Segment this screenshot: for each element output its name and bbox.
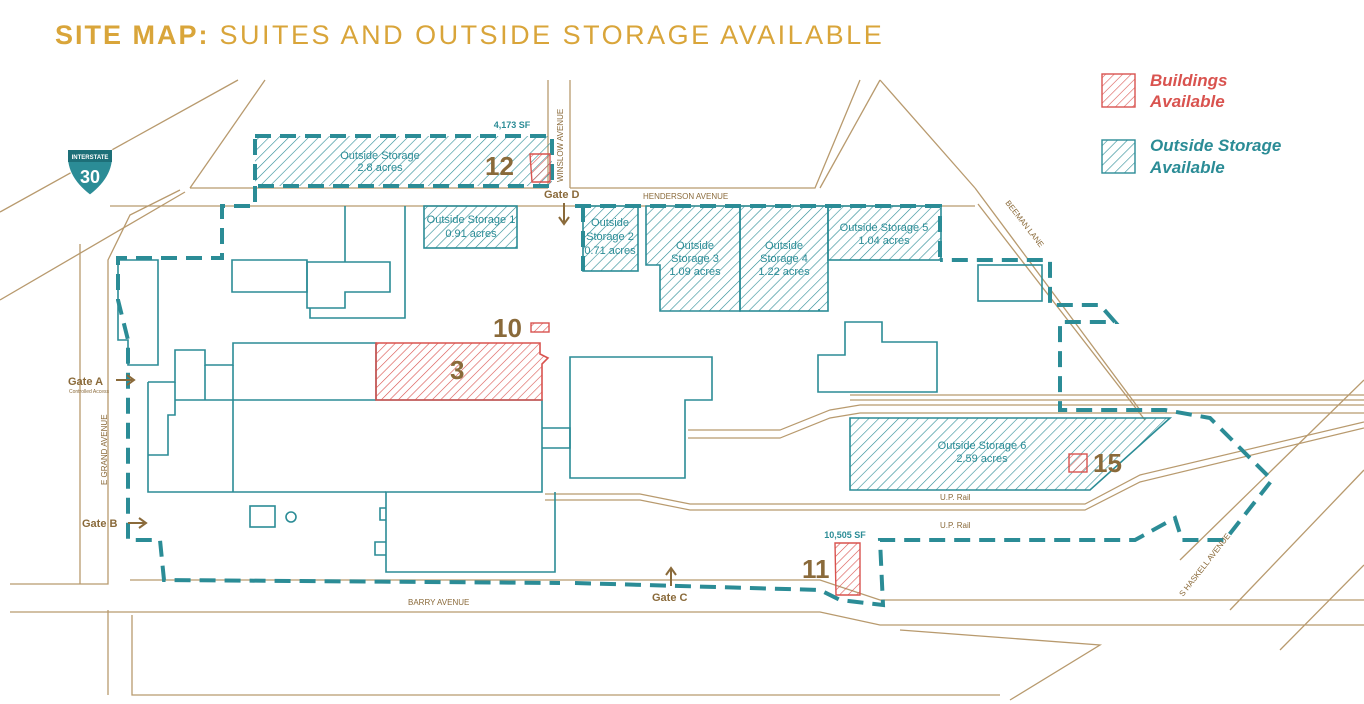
gate-b[interactable]: Gate B: [82, 517, 148, 530]
os1-size: 0.91 acres: [445, 228, 497, 240]
os2-line2: Storage 2: [586, 231, 634, 243]
gate-b-label: Gate B: [82, 518, 118, 530]
storage-parcels: [255, 136, 1173, 491]
legend-buildings-line2: Available: [1149, 92, 1225, 111]
outside-storage-6-parcel[interactable]: [849, 417, 1173, 491]
os3-line1: Outside: [676, 240, 714, 252]
title-bold: SITE MAP:: [55, 20, 210, 50]
shield-number: 30: [80, 167, 100, 187]
legend-storage-line1: Outside Storage: [1150, 136, 1281, 155]
suite-labels: 3 10 11 12 15 10,505 SF 4,173 SF: [450, 120, 1122, 584]
os2-line1: Outside: [591, 217, 629, 229]
os-top-name: Outside Storage: [340, 150, 420, 162]
os4-line2: Storage 4: [760, 253, 808, 265]
gate-a-label: Gate A: [68, 376, 103, 388]
gate-c[interactable]: Gate C: [652, 566, 688, 604]
shield-label: INTERSTATE: [72, 155, 109, 161]
property-boundary: [116, 134, 1275, 608]
gates: Gate A Controlled Access Gate B Gate C G…: [68, 189, 688, 604]
winslow-avenue-label: WINSLOW AVENUE: [556, 109, 565, 182]
outside-storage-top-parcel[interactable]: [255, 136, 552, 186]
page-title: SITE MAP: SUITES AND OUTSIDE STORAGE AVA…: [55, 20, 884, 51]
rail-label-2: U.P. Rail: [940, 521, 971, 530]
legend: Buildings Available Outside Storage Avai…: [1101, 71, 1281, 177]
suite-3-building[interactable]: [375, 342, 550, 401]
beeman-lane-label: BEEMAN LANE: [1003, 199, 1045, 249]
os1-name: Outside Storage 1: [427, 214, 516, 226]
building-outlines: [117, 206, 1043, 573]
os5-size: 1.04 acres: [858, 235, 910, 247]
suite-12-label: 12: [485, 151, 514, 181]
gate-a-sublabel: Controlled Access: [69, 389, 110, 395]
os3-size: 1.09 acres: [669, 266, 721, 278]
suite-11-sf: 10,505 SF: [824, 530, 866, 540]
available-buildings: [375, 153, 1088, 596]
rail-lines: [545, 394, 1364, 511]
gate-d[interactable]: Gate D: [544, 189, 580, 226]
suite-10-label: 10: [493, 313, 522, 343]
gate-b-arrow-icon: [128, 517, 148, 529]
gate-a-arrow-icon: [116, 374, 136, 386]
os2-size: 0.71 acres: [584, 245, 636, 257]
barry-avenue-label: BARRY AVENUE: [408, 598, 469, 607]
storage-labels: Outside Storage 2.8 acres Outside Storag…: [340, 150, 1026, 465]
gate-d-arrow-icon: [558, 203, 570, 226]
grand-avenue-label: E GRAND AVENUE: [100, 414, 109, 485]
title-rest: SUITES AND OUTSIDE STORAGE AVAILABLE: [219, 20, 885, 50]
os-top-size: 2.8 acres: [357, 162, 403, 174]
suite-3-label: 3: [450, 355, 464, 385]
gate-c-label: Gate C: [652, 592, 688, 604]
suite-11-building[interactable]: [834, 542, 861, 596]
os4-line1: Outside: [765, 240, 803, 252]
outside-storage-1-parcel[interactable]: [423, 205, 518, 249]
os6-size: 2.59 acres: [956, 453, 1008, 465]
os5-name: Outside Storage 5: [840, 222, 929, 234]
gate-a[interactable]: Gate A Controlled Access: [68, 374, 136, 395]
rail-label-1: U.P. Rail: [940, 493, 971, 502]
suite-11-label: 11: [802, 554, 830, 584]
os6-name: Outside Storage 6: [938, 440, 1027, 452]
os3-line2: Storage 3: [671, 253, 719, 265]
suite-15-label: 15: [1093, 448, 1122, 478]
legend-buildings-swatch: [1101, 73, 1136, 108]
os4-size: 1.22 acres: [758, 266, 810, 278]
henderson-avenue-label: HENDERSON AVENUE: [643, 192, 728, 201]
suite-15-building[interactable]: [1068, 453, 1088, 473]
gate-c-arrow-icon: [665, 566, 677, 586]
interstate-shield: INTERSTATE 30: [66, 149, 114, 196]
suite-12-building[interactable]: [529, 153, 551, 183]
suite-10-building[interactable]: [530, 322, 550, 333]
legend-buildings-line1: Buildings: [1150, 71, 1227, 90]
legend-storage-swatch: [1101, 139, 1136, 174]
legend-storage-line2: Available: [1149, 158, 1225, 177]
suite-12-sf: 4,173 SF: [494, 120, 531, 130]
gate-d-label: Gate D: [544, 189, 580, 201]
